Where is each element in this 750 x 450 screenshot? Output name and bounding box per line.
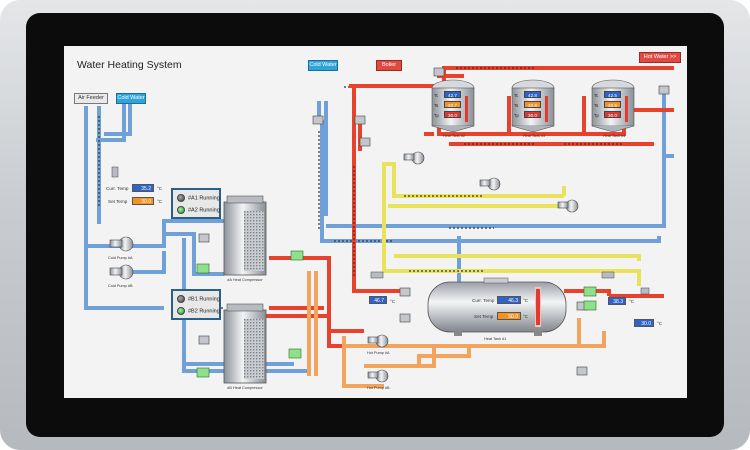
curr-temp-value: 35.2 xyxy=(132,184,154,192)
tank-2-tc-value: 42.7 xyxy=(444,91,461,98)
tank-4-tc-value: 42.5 xyxy=(604,91,621,98)
readout-left-mid: 46.7 xyxy=(369,296,387,304)
boiler-button[interactable]: Boiler xyxy=(376,60,402,71)
air-feeder-button[interactable]: Air Feeder xyxy=(74,93,108,104)
hot-water-button[interactable]: Hot Water >> xyxy=(639,52,681,63)
tank-3-ts-value[interactable]: 32.8 xyxy=(524,101,541,108)
readout-right-low-unit: °C xyxy=(657,321,663,326)
main-heat-tank xyxy=(427,277,567,336)
readout-right-mid-unit: °C xyxy=(629,299,635,304)
tank-3-tp-value: 30.0 xyxy=(524,111,541,118)
green-valve-icon xyxy=(196,250,597,378)
tank-2-label: Heat Tank #2 xyxy=(442,134,466,138)
status-led-on-icon xyxy=(177,206,185,214)
yellow-pipes xyxy=(382,162,641,286)
status-led-off-icon xyxy=(177,295,185,303)
status-a2: #A2 Running xyxy=(177,206,220,214)
cold-water-pipes xyxy=(84,91,674,373)
gauge-icon xyxy=(111,166,650,295)
tank-set-temp-unit: °C xyxy=(523,314,529,319)
compressor-a xyxy=(223,195,267,276)
cold-pump-b-label: Cold Pump #B xyxy=(108,284,133,288)
readout-right-mid: 38.3 xyxy=(608,297,626,305)
status-panel-b: #B1 Running #B2 Running xyxy=(171,289,221,320)
cold-water-top-button[interactable]: Cold Water xyxy=(308,60,338,71)
status-panel-a: #A1 Running #A2 Running xyxy=(171,188,221,219)
cold-water-button[interactable]: Cold Water xyxy=(116,93,146,104)
compressor-b-label: #B Heat Compressor xyxy=(227,386,263,390)
set-temp-unit: °C xyxy=(157,199,163,204)
tank-4-tp-value: 30.0 xyxy=(604,111,621,118)
tank-4-ts-value[interactable]: 32.5 xyxy=(604,101,621,108)
hot-pump-a-label: Hot Pump #A xyxy=(367,351,390,355)
compressor-b xyxy=(223,303,267,384)
hot-pump-b-label: Hot Pump #B xyxy=(367,386,390,390)
yellow-pipe-dashes xyxy=(404,195,484,272)
hot-pipe-dashes xyxy=(353,67,624,276)
tank-curr-temp-label: Curr. Temp xyxy=(472,298,495,303)
page-title: Water Heating System xyxy=(77,59,182,71)
pump-icon xyxy=(109,151,579,383)
pipe-diagram xyxy=(84,66,674,388)
tank-2-ts-value[interactable]: 32.7 xyxy=(444,101,461,108)
curr-temp-label: Curr. Temp xyxy=(106,186,129,191)
status-a1: #A1 Running xyxy=(177,194,220,202)
tank-4-label: Heat Tank #4 xyxy=(602,134,626,138)
set-temp-label: Set Temp xyxy=(108,199,128,204)
status-led-on-icon xyxy=(177,307,185,315)
heat-tank-1-label: Heat Tank #1 xyxy=(484,337,507,341)
readout-left-mid-unit: °C xyxy=(390,299,396,304)
hmi-screen: Water Heating System Air Feeder Cold Wat… xyxy=(64,46,687,398)
tank-3-tc-value: 42.8 xyxy=(524,91,541,98)
set-temp-value[interactable]: 30.0 xyxy=(132,197,154,205)
tank-curr-temp-value: 46.3 xyxy=(497,296,521,304)
tank-3-label: Heat Tank #3 xyxy=(522,134,546,138)
cold-pump-a-label: Cold Pump #A xyxy=(108,256,133,260)
warm-water-pipes xyxy=(307,271,606,388)
tank-set-temp-label: Set Temp xyxy=(474,314,494,319)
tank-curr-temp-unit: °C xyxy=(523,298,529,303)
status-b1: #B1 Running xyxy=(177,295,220,303)
compressor-a-label: #A Heat Compressor xyxy=(227,278,263,282)
curr-temp-unit: °C xyxy=(157,186,163,191)
readout-right-low: 30.0 xyxy=(634,319,654,327)
status-b2: #B2 Running xyxy=(177,307,220,315)
tank-2-tp-value: 30.0 xyxy=(444,111,461,118)
tank-set-temp-value[interactable]: 50.0 xyxy=(497,312,521,320)
status-led-off-icon xyxy=(177,194,185,202)
